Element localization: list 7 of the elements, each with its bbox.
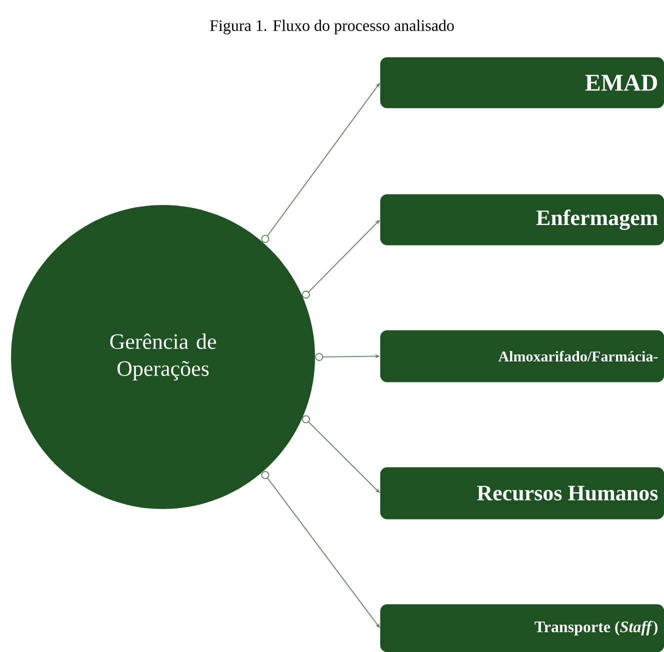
title: Figura 1. Fluxo do processo analisado (210, 20, 454, 34)
process-box: Recursos Humanos (380, 467, 664, 520)
process-box: Almoxarifado/Farmácia- (380, 330, 664, 382)
process-box: EMAD (380, 57, 664, 108)
circle-node: Gerência de Operações (11, 205, 315, 509)
process-box: Enfermagem (380, 194, 664, 246)
process-box: Transporte (Staff) (380, 604, 664, 652)
